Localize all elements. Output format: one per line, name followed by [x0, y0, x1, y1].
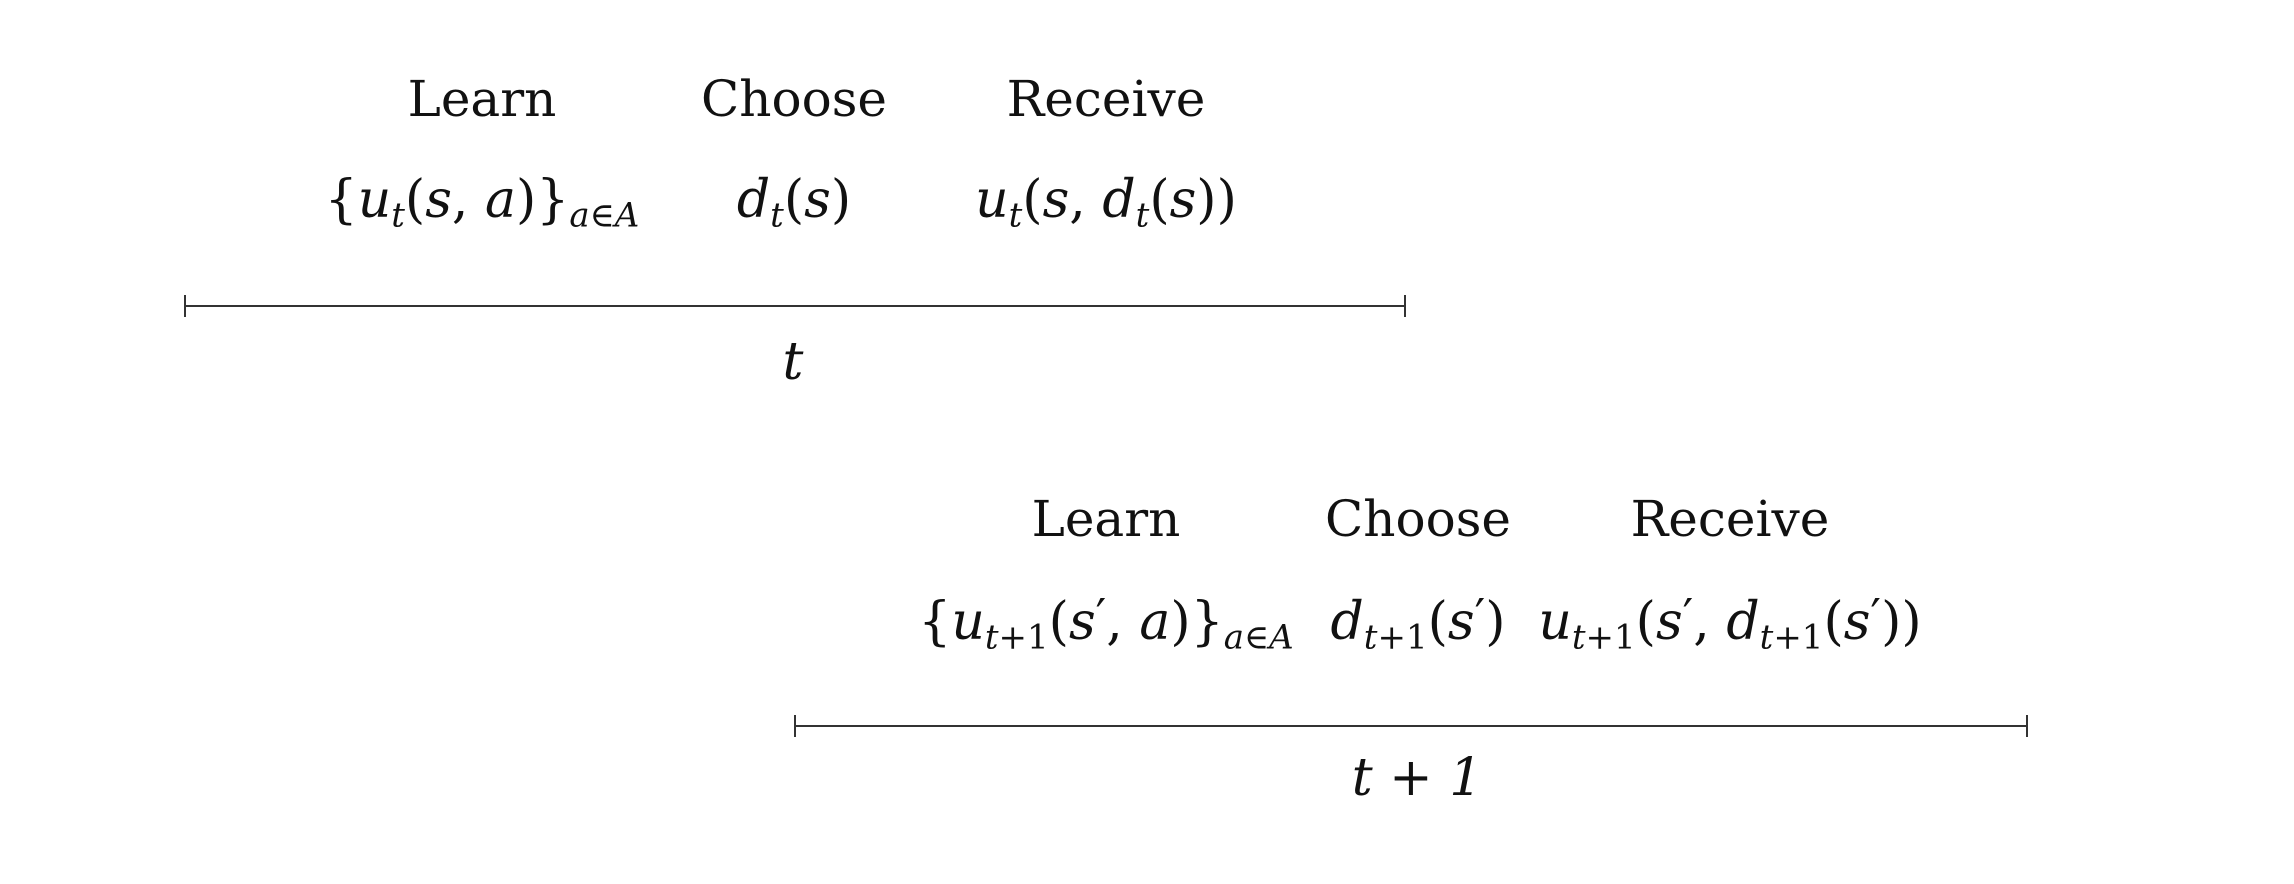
learn-expression: {ut(s, a)}a∈A	[324, 170, 640, 236]
timeline-t-label: t	[782, 332, 804, 392]
timeline-t-plus-1-end-tick	[2026, 715, 2028, 737]
timeline-t	[185, 305, 1405, 307]
learn-label: Learn	[407, 70, 557, 128]
choose-expression: dt(s)	[736, 170, 852, 236]
learn-label: Learn	[1031, 490, 1181, 548]
receive-expression: ut(s, dt(s))	[975, 170, 1237, 236]
receive-expression: ut+1(s′, dt+1(s′))	[1538, 590, 1922, 658]
learn-expression: {ut+1(s′, a)}a∈A	[918, 590, 1294, 658]
receive-label: Receive	[1006, 70, 1206, 128]
choose-label: Choose	[1325, 490, 1511, 548]
timeline-t-start-tick	[184, 295, 186, 317]
timeline-t-plus-1-start-tick	[794, 715, 796, 737]
receive-label: Receive	[1630, 490, 1830, 548]
choose-expression: dt+1(s′)	[1330, 590, 1506, 658]
timeline-t-plus-1-label: t + 1	[1351, 748, 1483, 808]
timeline-t-end-tick	[1404, 295, 1406, 317]
choose-label: Choose	[701, 70, 887, 128]
period-t: Learn Choose Receive {ut(s, a)}a∈A dt(s)…	[0, 0, 2294, 420]
timeline-t-plus-1	[795, 725, 2027, 727]
